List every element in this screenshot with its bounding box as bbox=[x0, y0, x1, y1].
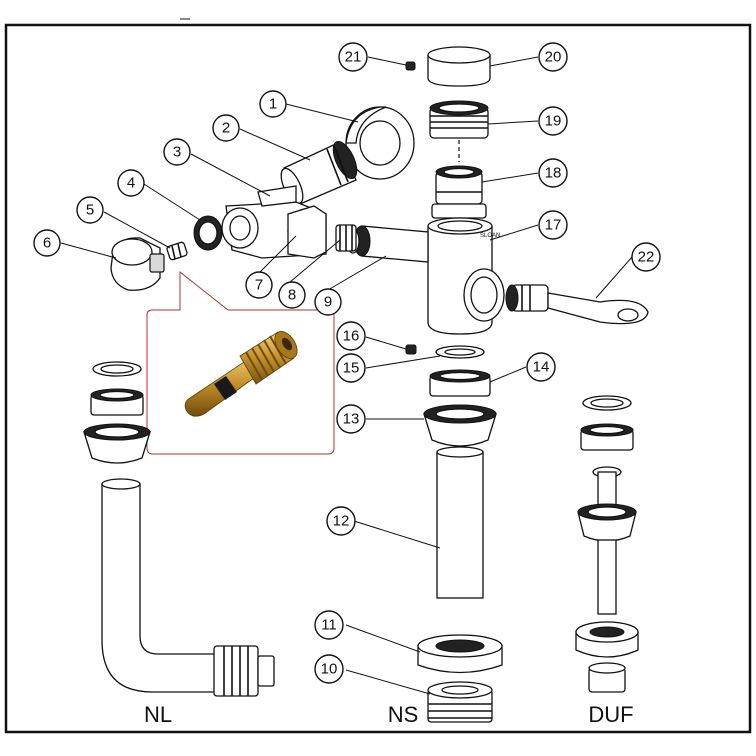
callout-12-label: 12 bbox=[333, 513, 350, 530]
inset-detail-box bbox=[146, 270, 335, 455]
callout-7: 7 bbox=[245, 271, 273, 299]
callout-7-label: 7 bbox=[255, 277, 263, 294]
callout-19: 19 bbox=[538, 106, 568, 136]
callout-17: 17 bbox=[538, 210, 568, 240]
callout-4: 4 bbox=[117, 169, 145, 197]
callout-18: 18 bbox=[538, 158, 568, 188]
callout-3: 3 bbox=[163, 138, 191, 166]
part-8-adapter bbox=[335, 224, 357, 252]
callout-9: 9 bbox=[314, 288, 342, 316]
part-4-bonnet bbox=[193, 215, 223, 251]
part-10-spud bbox=[427, 681, 493, 723]
callout-13: 13 bbox=[336, 404, 366, 434]
callout-18-label: 18 bbox=[545, 165, 562, 182]
callout-10: 10 bbox=[314, 654, 344, 684]
callout-19-label: 19 bbox=[545, 113, 562, 130]
group-label-ns: NS bbox=[388, 702, 419, 727]
diagram-frame bbox=[4, 23, 752, 734]
callout-20: 20 bbox=[538, 42, 568, 72]
callout-13-label: 13 bbox=[343, 411, 360, 428]
callout-11: 11 bbox=[314, 610, 344, 640]
callout-8: 8 bbox=[278, 281, 306, 309]
callout-10-label: 10 bbox=[321, 661, 338, 678]
leader-lines bbox=[60, 56, 633, 695]
callout-2-label: 2 bbox=[222, 120, 230, 137]
duf-assembly bbox=[575, 395, 639, 693]
callout-22: 22 bbox=[631, 242, 661, 272]
callout-6: 6 bbox=[33, 229, 61, 257]
callout-14-label: 14 bbox=[533, 359, 550, 376]
part-12-flush-tube bbox=[436, 446, 484, 599]
part-14-slip-nut bbox=[429, 369, 491, 397]
callout-6-label: 6 bbox=[43, 235, 51, 252]
part-22-handle bbox=[505, 284, 649, 325]
callout-5-label: 5 bbox=[86, 202, 94, 219]
callout-15: 15 bbox=[336, 353, 366, 383]
callout-5: 5 bbox=[76, 196, 104, 224]
callout-8-label: 8 bbox=[288, 287, 296, 304]
callout-4-label: 4 bbox=[127, 175, 135, 192]
part-7-coupling-nut bbox=[287, 205, 327, 259]
part-6-stop-cap bbox=[110, 237, 165, 291]
group-label-nl: NL bbox=[144, 702, 172, 727]
callout-3-label: 3 bbox=[173, 144, 181, 161]
part-2-nipple bbox=[280, 140, 358, 205]
part-19-threaded-nut bbox=[429, 100, 489, 162]
callout-1-label: 1 bbox=[269, 96, 277, 113]
nl-assembly bbox=[83, 361, 275, 697]
part-17-valve-body: SLOAN bbox=[346, 217, 505, 335]
callout-15-label: 15 bbox=[343, 360, 360, 377]
part-1-escutcheon bbox=[345, 106, 415, 180]
part-15-washer bbox=[435, 345, 485, 359]
callout-22-label: 22 bbox=[638, 249, 655, 266]
part-11-spud-flange bbox=[417, 634, 503, 674]
svg-text:SLOAN: SLOAN bbox=[480, 233, 500, 239]
callout-14: 14 bbox=[526, 352, 556, 382]
callout-21: 21 bbox=[338, 42, 368, 72]
callout-2: 2 bbox=[212, 114, 240, 142]
callout-11-label: 11 bbox=[321, 617, 337, 634]
callout-16: 16 bbox=[336, 321, 366, 351]
callout-16-label: 16 bbox=[343, 328, 360, 345]
group-label-duf: DUF bbox=[588, 702, 633, 727]
callout-12: 12 bbox=[326, 506, 356, 536]
callout-9-label: 9 bbox=[324, 294, 332, 311]
callout-21-label: 21 bbox=[345, 49, 362, 66]
part-13-coupling bbox=[423, 404, 497, 447]
callout-1: 1 bbox=[259, 90, 287, 118]
part-20-cap bbox=[427, 46, 491, 87]
part-18-piston bbox=[431, 165, 487, 219]
part-5-stem bbox=[166, 241, 188, 261]
part-16-nut bbox=[405, 344, 417, 355]
callout-20-label: 20 bbox=[545, 49, 562, 66]
part-21-set-screw bbox=[405, 61, 416, 71]
brass-stem-photo bbox=[184, 331, 298, 417]
callout-17-label: 17 bbox=[545, 217, 562, 234]
